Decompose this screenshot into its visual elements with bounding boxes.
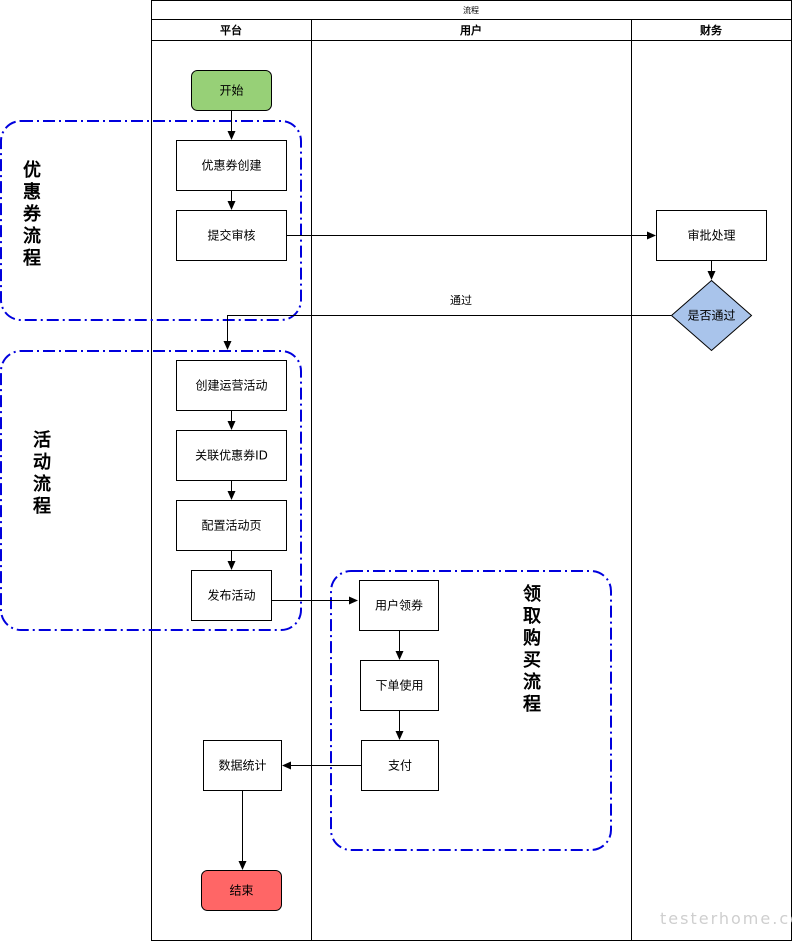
edge-decision-passed	[223, 315, 671, 350]
coupon-flow-char: 程	[23, 248, 41, 269]
node-create-activity: 创建运营活动	[176, 360, 287, 411]
node-create-activity-label: 创建运营活动	[195, 379, 267, 393]
node-start: 开始	[191, 70, 272, 111]
purchase-flow-group	[330, 570, 612, 851]
pool-title: 流程	[463, 5, 479, 15]
node-stats: 数据统计	[203, 740, 282, 791]
purchase-flow-char: 取	[523, 606, 542, 627]
node-end: 结束	[201, 870, 282, 911]
node-config-page-label: 配置活动页	[201, 519, 261, 533]
node-config-page: 配置活动页	[176, 500, 287, 551]
coupon-flow-label: 优 惠 券 流 程	[22, 159, 42, 269]
purchase-flow-char: 领	[523, 583, 541, 605]
node-link-coupon-label: 关联优惠券ID	[195, 448, 268, 463]
node-link-coupon: 关联优惠券ID	[176, 430, 287, 481]
coupon-flow-char: 流	[23, 225, 41, 247]
node-pay-label: 支付	[388, 759, 412, 773]
watermark: testerhome.com	[660, 909, 792, 928]
node-submit-review: 提交审核	[176, 210, 287, 261]
node-end-label: 结束	[229, 884, 253, 898]
node-order-use-label: 下单使用	[375, 678, 423, 693]
edges	[223, 110, 716, 870]
node-pay: 支付	[361, 740, 439, 791]
node-claim-label: 用户领券	[375, 598, 423, 613]
node-submit-review-label: 提交审核	[207, 228, 255, 243]
node-publish: 发布活动	[191, 570, 272, 621]
node-decision: 是否通过	[670, 279, 753, 352]
node-approve: 审批处理	[656, 210, 767, 261]
edge-label-passed: 通过	[450, 294, 472, 307]
coupon-flow-char: 券	[22, 203, 42, 225]
activity-flow-group	[0, 350, 302, 631]
node-start-label: 开始	[219, 84, 243, 98]
activity-flow-char: 动	[33, 452, 51, 473]
purchase-flow-char: 购	[523, 627, 541, 649]
lane-title-platform: 平台	[220, 23, 242, 37]
coupon-flow-char: 惠	[23, 182, 41, 203]
node-approve-label: 审批处理	[687, 228, 735, 243]
lane-title-user: 用户	[460, 23, 482, 37]
activity-flow-char: 程	[33, 496, 51, 517]
purchase-flow-char: 流	[523, 671, 541, 693]
coupon-flow-char: 优	[23, 159, 41, 181]
purchase-flow-label: 领 取 购 买 流 程	[523, 583, 542, 715]
node-coupon-create: 优惠券创建	[176, 140, 287, 191]
purchase-flow-char: 买	[523, 650, 541, 671]
coupon-flow-group	[0, 120, 302, 321]
node-claim: 用户领券	[359, 580, 439, 631]
node-stats-label: 数据统计	[218, 758, 266, 773]
activity-flow-char: 活	[33, 429, 51, 451]
activity-flow-char: 流	[33, 473, 51, 495]
purchase-flow-char: 程	[523, 694, 541, 715]
node-coupon-create-label: 优惠券创建	[201, 158, 261, 173]
activity-flow-label: 活 动 流 程	[33, 429, 51, 517]
node-publish-label: 发布活动	[207, 588, 255, 603]
node-order-use: 下单使用	[360, 660, 439, 711]
node-decision-label: 是否通过	[687, 309, 735, 323]
lane-title-finance: 财务	[699, 23, 723, 37]
